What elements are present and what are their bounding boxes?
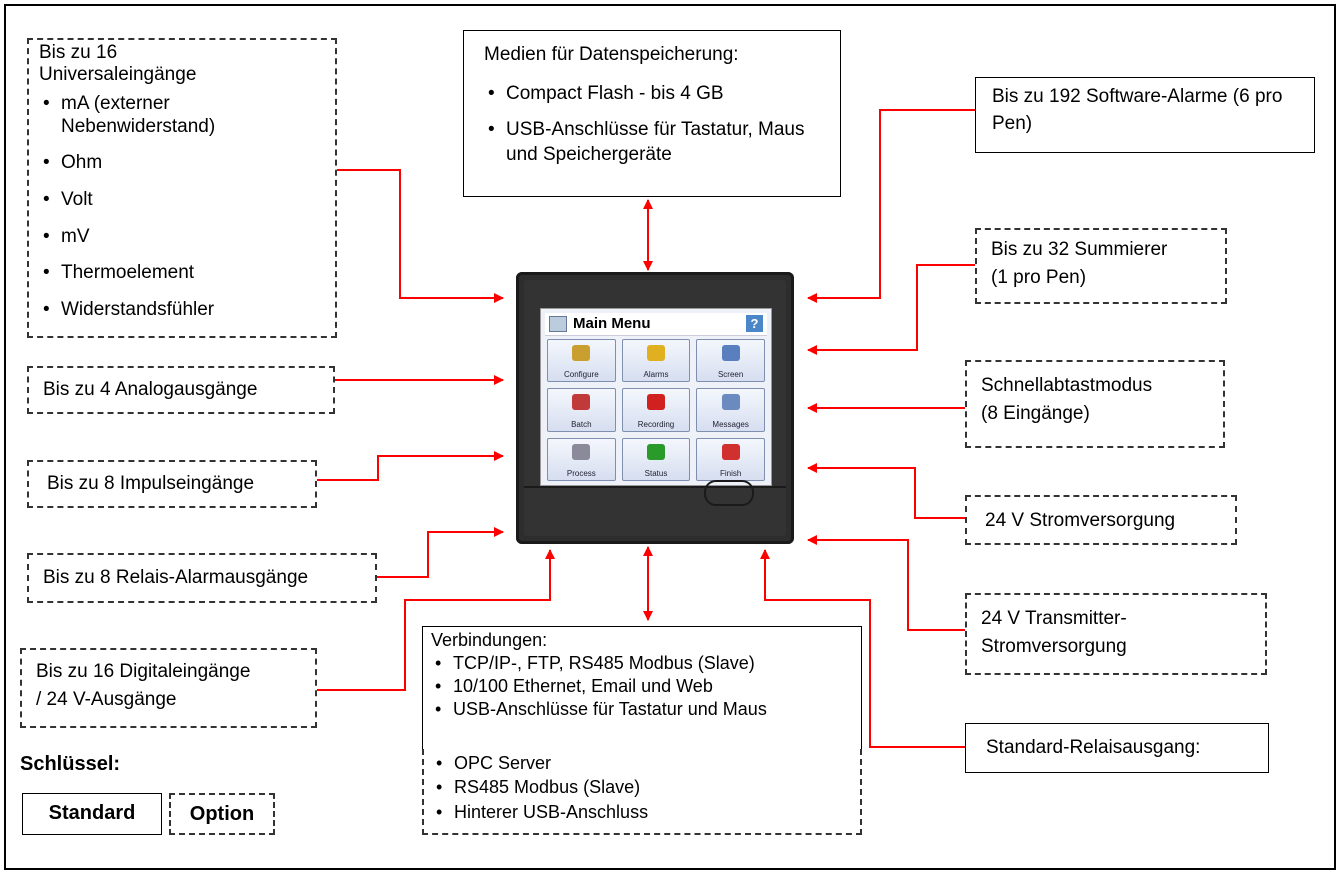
menu-tile-label: Alarms	[643, 370, 669, 380]
arrow-software-alarms	[807, 109, 975, 303]
list-item: RS485 Modbus (Slave)	[432, 775, 852, 800]
arrow-digital-io	[317, 549, 555, 691]
list-item: 10/100 Ethernet, Email und Web	[431, 675, 853, 698]
menu-tile-label: Recording	[637, 419, 675, 429]
main-menu-title: Main Menu	[573, 315, 651, 332]
digital-io-box: Bis zu 16 Digitaleingänge / 24 V-Ausgäng…	[20, 648, 317, 728]
transmitter-power-label: 24 V Transmitter-Stromversorgung	[981, 608, 1127, 657]
analog-outputs-label: Bis zu 4 Analogausgänge	[43, 379, 258, 400]
transmitter-power-box: 24 V Transmitter-Stromversorgung	[965, 593, 1267, 675]
software-alarms-label: Bis zu 192 Software-Alarme (6 pro Pen)	[992, 86, 1283, 134]
connections-title: Verbindungen:	[431, 630, 548, 650]
list-item: Hinterer USB-Anschluss	[432, 800, 852, 825]
connections-option-list: OPC Server RS485 Modbus (Slave) Hinterer…	[432, 751, 852, 824]
arrow-relay-alarm	[371, 527, 504, 578]
pulse-inputs-box: Bis zu 8 Impulseingänge	[27, 460, 317, 508]
list-item: USB-Anschlüsse für Tastatur und Maus	[431, 698, 853, 721]
fast-scan-box: Schnellabtastmodus (8 Eingänge)	[965, 360, 1225, 448]
main-menu-bar: Main Menu ?	[545, 313, 767, 336]
outer-frame	[4, 4, 1336, 870]
screen-icon	[721, 345, 740, 361]
configure-icon	[572, 345, 591, 361]
fast-scan-label: Schnellabtastmodus (8 Eingänge)	[981, 375, 1153, 424]
menu-tile-label: Batch	[571, 419, 592, 429]
legend-option: Option	[169, 793, 275, 835]
legend-title: Schlüssel:	[20, 753, 121, 775]
pulse-inputs-label: Bis zu 8 Impulseingänge	[47, 473, 255, 494]
menu-tile-finish[interactable]: Finish	[696, 437, 765, 481]
connections-option-box: OPC Server RS485 Modbus (Slave) Hinterer…	[422, 749, 862, 835]
bell-icon	[646, 345, 665, 361]
menu-tile-label: Status	[644, 468, 668, 478]
arrow-transmitter	[807, 535, 965, 631]
list-item: Volt	[39, 188, 325, 213]
recording-icon	[646, 394, 665, 411]
list-item: Compact Flash - bis 4 GB	[484, 82, 820, 107]
list-item: mV	[39, 225, 325, 250]
storage-list: Compact Flash - bis 4 GB USB-Anschlüsse …	[484, 82, 820, 168]
menu-tile-screen[interactable]: Screen	[696, 339, 765, 383]
menu-tile-alarms[interactable]: Alarms	[621, 339, 691, 383]
calculator-icon	[572, 443, 591, 460]
menu-tile-label: Process	[566, 468, 596, 478]
universal-inputs-box: Bis zu 16 Universaleingänge mA (externer…	[27, 38, 337, 338]
arrow-standard-relay	[760, 549, 965, 748]
list-item: USB-Anschlüsse für Tastatur, Maus und Sp…	[484, 118, 806, 167]
totalizers-box: Bis zu 32 Summierer (1 pro Pen)	[975, 228, 1227, 304]
list-item: Ohm	[39, 151, 325, 176]
menu-tile-recording[interactable]: Recording	[621, 388, 691, 432]
connections-standard-list: TCP/IP-, FTP, RS485 Modbus (Slave) 10/10…	[431, 652, 853, 721]
storage-box: Medien für Datenspeicherung: Compact Fla…	[463, 30, 841, 197]
analog-outputs-box: Bis zu 4 Analogausgänge	[27, 366, 335, 414]
menu-tile-messages[interactable]: Messages	[696, 388, 765, 432]
arrow-pulse-inputs	[317, 451, 504, 481]
software-alarms-box: Bis zu 192 Software-Alarme (6 pro Pen)	[975, 77, 1315, 153]
legend-standard: Standard	[22, 793, 162, 835]
arrow-universal-inputs	[337, 169, 504, 303]
universal-inputs-title: Bis zu 16 Universaleingänge	[39, 42, 197, 85]
storage-title: Medien für Datenspeicherung:	[484, 44, 739, 65]
digital-io-label: Bis zu 16 Digitaleingänge / 24 V-Ausgäng…	[36, 661, 251, 710]
relay-alarm-outputs-box: Bis zu 8 Relais-Alarmausgänge	[27, 553, 377, 603]
exit-icon	[721, 443, 740, 460]
arrow-totalizers	[807, 264, 975, 355]
relay-alarm-outputs-label: Bis zu 8 Relais-Alarmausgänge	[43, 567, 309, 588]
connections-standard-box: Verbindungen: TCP/IP-, FTP, RS485 Modbus…	[422, 626, 862, 750]
messages-icon	[721, 394, 740, 411]
menu-tile-process[interactable]: Process	[547, 437, 616, 481]
info-icon	[646, 443, 665, 460]
help-icon[interactable]: ?	[746, 315, 763, 332]
menu-icon	[549, 316, 567, 332]
list-item: mA (externer Nebenwiderstand)	[39, 92, 271, 140]
list-item: Thermoelement	[39, 261, 325, 286]
power-box: 24 V Stromversorgung	[965, 495, 1237, 545]
menu-tile-status[interactable]: Status	[621, 437, 691, 481]
list-item: OPC Server	[432, 751, 852, 776]
totalizers-label: Bis zu 32 Summierer (1 pro Pen)	[991, 239, 1168, 288]
standard-relay-label: Standard-Relaisausgang:	[986, 737, 1201, 758]
menu-tile-configure[interactable]: Configure	[547, 339, 616, 383]
menu-tile-label: Configure	[563, 370, 599, 380]
standard-relay-box: Standard-Relaisausgang:	[965, 723, 1269, 773]
menu-tile-label: Messages	[712, 419, 749, 429]
list-item: Widerstandsfühler	[39, 298, 325, 323]
menu-tile-label: Screen	[717, 370, 744, 380]
batch-icon	[572, 394, 591, 411]
door-latch	[704, 480, 754, 506]
universal-inputs-list: mA (externer Nebenwiderstand) Ohm Volt m…	[39, 92, 325, 323]
menu-tile-label: Finish	[719, 468, 742, 478]
power-label: 24 V Stromversorgung	[985, 510, 1176, 531]
menu-tile-batch[interactable]: Batch	[547, 388, 616, 432]
media-slot	[524, 486, 786, 488]
arrow-power	[807, 463, 965, 519]
list-item: TCP/IP-, FTP, RS485 Modbus (Slave)	[431, 652, 853, 675]
